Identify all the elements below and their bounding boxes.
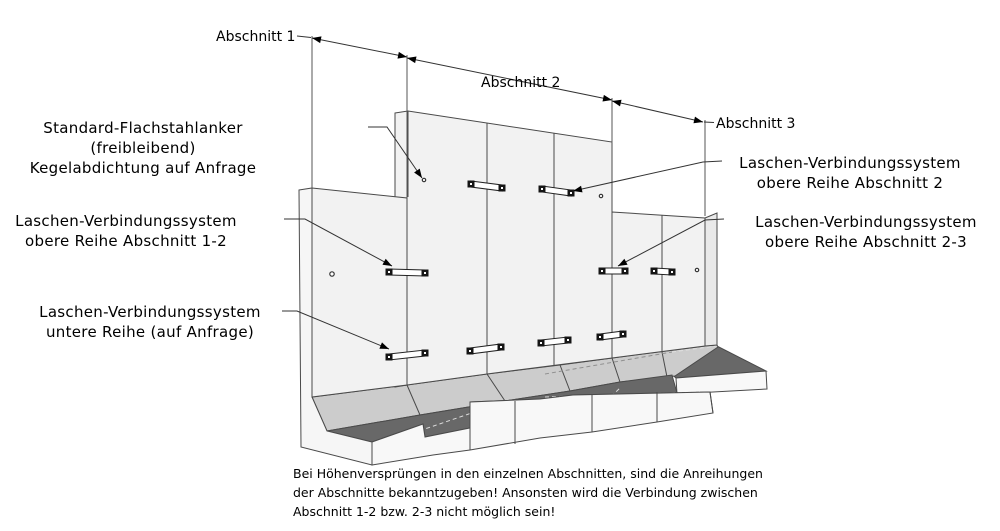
leader-line xyxy=(572,160,723,192)
callout-upper-row-2: Laschen-Verbindungssystem obere Reihe Ab… xyxy=(722,153,978,193)
label-abschnitt-1: Abschnitt 1 xyxy=(216,29,296,45)
connector-plate xyxy=(385,268,429,277)
callout-line: Laschen-Verbindungssystem xyxy=(39,303,261,321)
footnote: Bei Höhenversprüngen in den einzelnen Ab… xyxy=(293,464,763,521)
wall-3-end-face xyxy=(704,212,718,347)
footnote-line: Bei Höhenversprüngen in den einzelnen Ab… xyxy=(293,466,763,481)
dimension-arrowhead xyxy=(397,51,407,59)
leader-arrowhead xyxy=(618,258,628,266)
leader-arrowhead xyxy=(573,185,583,193)
leader-line xyxy=(282,310,390,350)
callout-line: obere Reihe Abschnitt 1-2 xyxy=(25,232,227,250)
leader-line xyxy=(284,218,393,267)
footnote-line: Abschnitt 1-2 bzw. 2-3 nicht möglich sei… xyxy=(293,504,556,519)
hidden-edge-dashed xyxy=(671,345,717,353)
callout-upper-row-1-2: Laschen-Verbindungssystem obere Reihe Ab… xyxy=(0,211,252,251)
callout-upper-row-2-3: Laschen-Verbindungssystem obere Reihe Ab… xyxy=(736,212,996,252)
connector-plate xyxy=(537,336,572,347)
leader-arrowhead xyxy=(382,258,392,266)
connector-plates xyxy=(329,177,700,361)
dimension-arrowhead xyxy=(693,116,703,124)
dimension-arrowhead xyxy=(407,56,417,64)
leader-line xyxy=(368,126,423,179)
callout-flat-steel-anchor: Standard-Flachstahlanker (freibleibend) … xyxy=(15,118,271,178)
haunch-joint-lines xyxy=(406,351,668,416)
dimension-line xyxy=(406,57,613,101)
connector-plate xyxy=(466,343,505,355)
callout-lower-row: Laschen-Verbindungssystem untere Reihe (… xyxy=(22,302,278,342)
dimension-arrowhead xyxy=(312,36,322,44)
callout-line: (freibleibend) xyxy=(90,139,196,157)
dimension-lines xyxy=(296,35,715,414)
dimension-line xyxy=(311,37,408,58)
leader-lines xyxy=(282,126,725,350)
callout-line: Kegelabdichtung auf Anfrage xyxy=(29,159,257,177)
callout-line: obere Reihe Abschnitt 2-3 xyxy=(765,233,967,251)
connector-plate xyxy=(598,267,629,275)
connector-plate xyxy=(650,267,676,276)
dimension-line xyxy=(611,100,704,123)
connector-plate xyxy=(385,349,429,361)
callout-line: Laschen-Verbindungssystem xyxy=(15,212,237,230)
wall-section-3 xyxy=(611,211,718,359)
dimension-arrowhead xyxy=(602,94,612,102)
label-abschnitt-3: Abschnitt 3 xyxy=(716,116,796,132)
connector-plate xyxy=(538,185,575,197)
callout-line: Laschen-Verbindungssystem xyxy=(755,213,977,231)
anchor-point xyxy=(329,271,335,277)
footing-front-joints xyxy=(469,392,658,450)
callout-line: obere Reihe Abschnitt 2 xyxy=(756,174,944,192)
leader-arrowhead xyxy=(379,342,389,349)
connector-plate xyxy=(467,180,506,192)
anchor-point xyxy=(598,193,604,199)
anchor-point xyxy=(421,177,427,183)
foundation-front-faces xyxy=(371,391,714,466)
callout-line: untere Reihe (auf Anfrage) xyxy=(45,323,254,341)
connector-plate xyxy=(596,330,627,341)
footnote-line: der Abschnitte bekanntzugeben! Ansonsten… xyxy=(293,485,758,500)
wall-2-panel-joints xyxy=(407,111,555,374)
wall-section-2 xyxy=(394,110,613,388)
leader-arrowhead xyxy=(414,168,422,178)
leader-line xyxy=(617,218,725,267)
anchor-point xyxy=(694,267,700,273)
hidden-edge-dashed xyxy=(544,351,673,375)
dimension-arrowhead xyxy=(612,99,622,107)
callout-line: Standard-Flachstahlanker xyxy=(43,119,243,137)
label-abschnitt-2: Abschnitt 2 xyxy=(481,75,561,91)
callout-line: Laschen-Verbindungssystem xyxy=(739,154,961,172)
